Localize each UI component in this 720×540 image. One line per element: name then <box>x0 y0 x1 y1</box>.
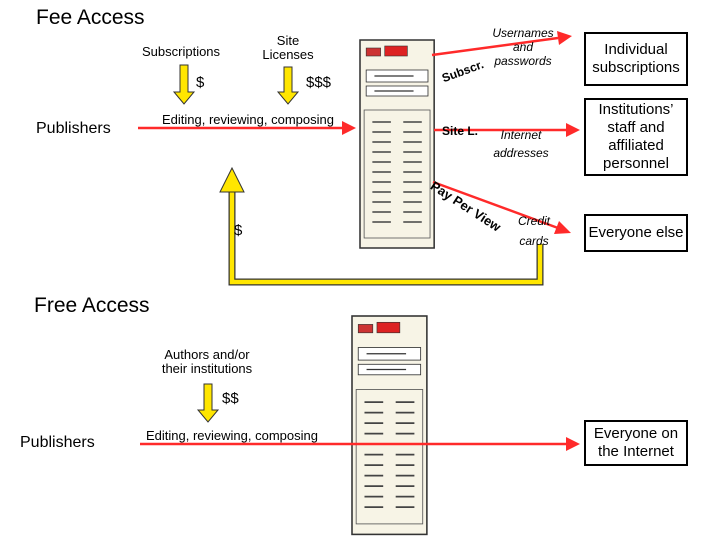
ppv-fee-label: $ <box>234 222 243 239</box>
subscriptions-label: Subscriptions <box>142 44 221 59</box>
site-license-channel-label: Site L. <box>442 124 479 138</box>
site-license-fee-label: $$$ <box>306 74 332 91</box>
publishers-label-free: Publishers <box>20 434 95 451</box>
everyone-else-box: Everyone else <box>584 214 688 252</box>
free-fee-label: $$ <box>222 390 239 407</box>
feedback-loop-arrow <box>219 166 544 286</box>
site-licenses-label: Site Licenses <box>262 33 314 62</box>
credit-cards-label: Credit cards <box>517 214 550 248</box>
institutions-box: Institutions’ staff and affiliated perso… <box>584 98 688 176</box>
subscription-fee-label: $ <box>196 74 205 91</box>
everyone-internet-box: Everyone on the Internet <box>584 420 688 466</box>
server-icon-free <box>351 315 428 536</box>
free-down-arrow <box>196 383 220 423</box>
editing-label-fee: Editing, reviewing, composing <box>162 112 334 127</box>
sub-down-arrow <box>172 64 196 105</box>
editing-label-free: Editing, reviewing, composing <box>146 428 318 443</box>
authors-institutions-label: Authors and/or their institutions <box>161 347 253 376</box>
individual-subscriptions-box: Individual subscriptions <box>584 32 688 86</box>
free-access-title: Free Access <box>34 294 150 317</box>
server-icon-fee <box>359 39 435 249</box>
fee-access-title: Fee Access <box>36 6 145 29</box>
usernames-label: Usernames and passwords <box>492 26 554 68</box>
internet-addresses-label: Internet addresses <box>493 128 549 160</box>
site-down-arrow <box>276 66 300 105</box>
publishers-label-fee: Publishers <box>36 120 111 137</box>
